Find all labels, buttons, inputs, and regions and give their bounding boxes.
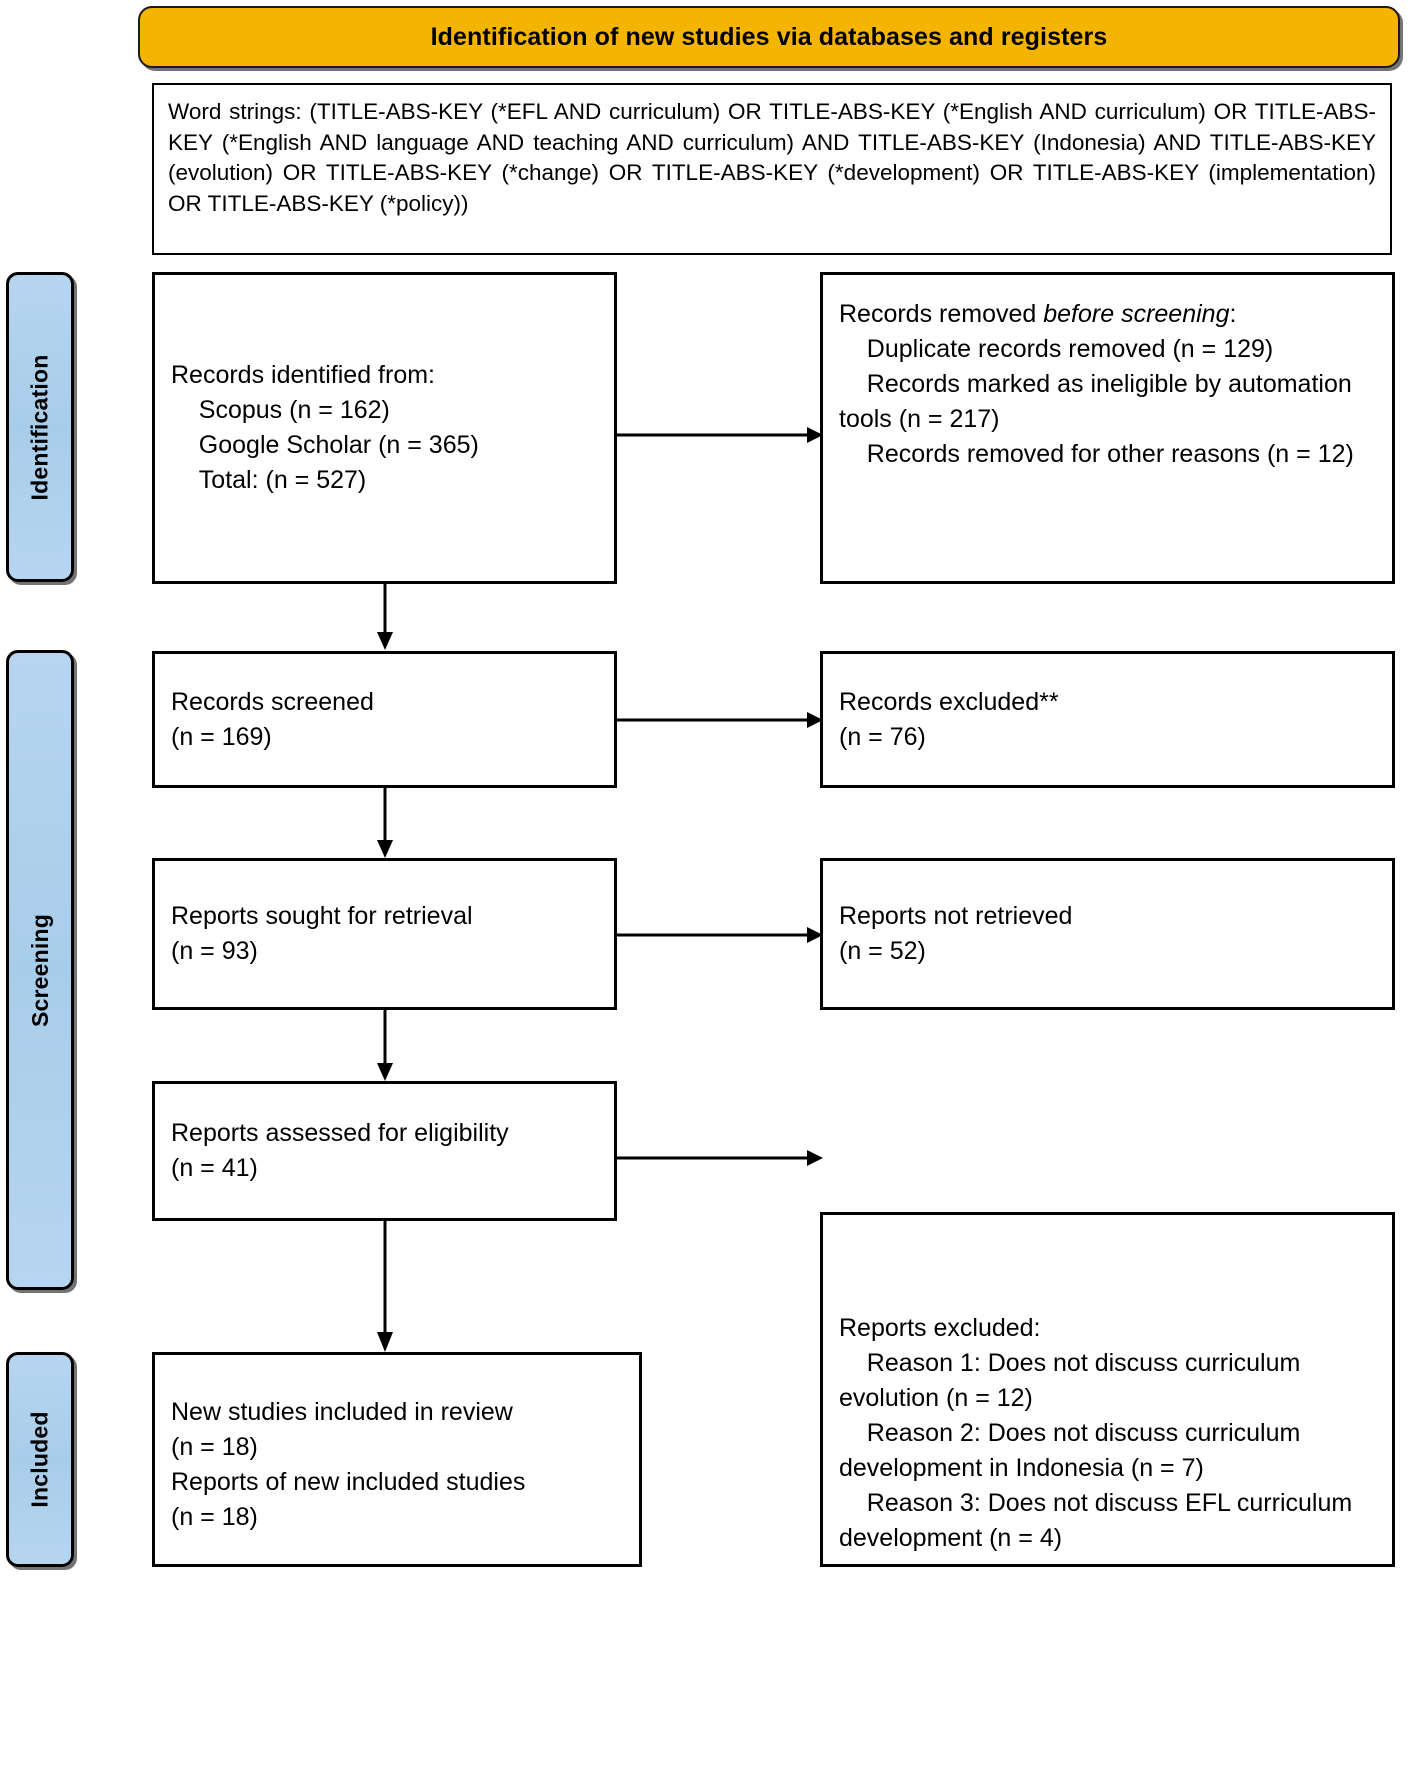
reports-excluded-heading: Reports excluded:: [839, 1314, 1041, 1342]
arrow-sought-to-assessed: [377, 1010, 393, 1081]
arrow-screened-to-sought: [377, 788, 393, 858]
box-new-studies-included: New studies included in review (n = 18) …: [152, 1352, 642, 1567]
new-studies-included-count: (n = 18): [171, 1433, 258, 1461]
records-removed-heading: Records removed before screening:: [839, 297, 1376, 332]
reports-excluded-reason-1: Reason 1: Does not discuss curriculum ev…: [839, 1349, 1308, 1412]
arrow-assessed-to-reports-excluded: [617, 1150, 823, 1166]
box-records-excluded: Records excluded** (n = 76): [820, 651, 1395, 788]
box-records-screened: Records screened (n = 169): [152, 651, 617, 788]
records-identified-line1: Records identified from:: [171, 361, 436, 389]
records-identified-google-scholar: Google Scholar (n = 365): [171, 431, 479, 459]
records-identified-total: Total: (n = 527): [171, 466, 367, 494]
diagram-header-banner: Identification of new studies via databa…: [138, 6, 1400, 68]
records-screened-label: Records screened: [171, 687, 374, 716]
reports-new-included-label: Reports of new included studies: [171, 1468, 526, 1496]
reports-excluded-reason-3: Reason 3: Does not discuss EFL curriculu…: [839, 1489, 1360, 1552]
records-removed-duplicates: Duplicate records removed (n = 129): [839, 335, 1274, 363]
box-records-identified: Records identified from: Scopus (n = 162…: [152, 272, 617, 584]
arrow-identified-to-removed: [617, 427, 823, 443]
records-removed-heading-colon: :: [1229, 300, 1237, 328]
box-reports-excluded-with-reasons: Reports excluded: Reason 1: Does not dis…: [820, 1212, 1395, 1567]
phase-bar-identification: Identification: [6, 272, 74, 582]
records-screened-count: (n = 169): [171, 722, 272, 751]
records-removed-automation: Records marked as ineligible by automati…: [839, 370, 1359, 433]
arrow-assessed-to-included: [377, 1221, 393, 1352]
reports-sought-count: (n = 93): [171, 937, 258, 965]
arrow-screened-to-excluded: [617, 712, 823, 728]
reports-not-retrieved-label: Reports not retrieved: [839, 902, 1073, 930]
records-excluded-count: (n = 76): [839, 722, 926, 751]
reports-excluded-reason-2: Reason 2: Does not discuss curriculum de…: [839, 1419, 1308, 1482]
box-reports-sought-for-retrieval: Reports sought for retrieval (n = 93): [152, 858, 617, 1010]
phase-label-identification: Identification: [26, 354, 53, 500]
phase-bar-screening: Screening: [6, 650, 74, 1290]
arrow-sought-to-not-retrieved: [617, 927, 823, 943]
phase-bar-included: Included: [6, 1352, 74, 1567]
reports-new-included-count: (n = 18): [171, 1503, 258, 1531]
arrow-identified-to-screened: [377, 584, 393, 650]
search-strategy-box: Word strings: (TITLE-ABS-KEY (*EFL AND c…: [152, 83, 1392, 255]
search-strategy-text: Word strings: (TITLE-ABS-KEY (*EFL AND c…: [168, 99, 1383, 216]
reports-sought-label: Reports sought for retrieval: [171, 902, 473, 930]
box-reports-assessed-for-eligibility: Reports assessed for eligibility (n = 41…: [152, 1081, 617, 1221]
records-excluded-label: Records excluded**: [839, 687, 1059, 716]
records-removed-heading-italic: before screening: [1043, 300, 1230, 328]
reports-assessed-count: (n = 41): [171, 1154, 258, 1182]
records-identified-scopus: Scopus (n = 162): [171, 396, 390, 424]
reports-assessed-label: Reports assessed for eligibility: [171, 1119, 509, 1147]
phase-label-screening: Screening: [26, 913, 53, 1027]
reports-not-retrieved-count: (n = 52): [839, 937, 926, 965]
phase-label-included: Included: [26, 1411, 53, 1508]
box-reports-not-retrieved: Reports not retrieved (n = 52): [820, 858, 1395, 1010]
box-records-removed-before-screening: Records removed before screening: Duplic…: [820, 272, 1395, 584]
records-removed-heading-plain: Records removed: [839, 300, 1044, 328]
diagram-title: Identification of new studies via databa…: [430, 22, 1108, 51]
new-studies-included-label: New studies included in review: [171, 1398, 513, 1426]
records-removed-other: Records removed for other reasons (n = 1…: [839, 440, 1354, 468]
